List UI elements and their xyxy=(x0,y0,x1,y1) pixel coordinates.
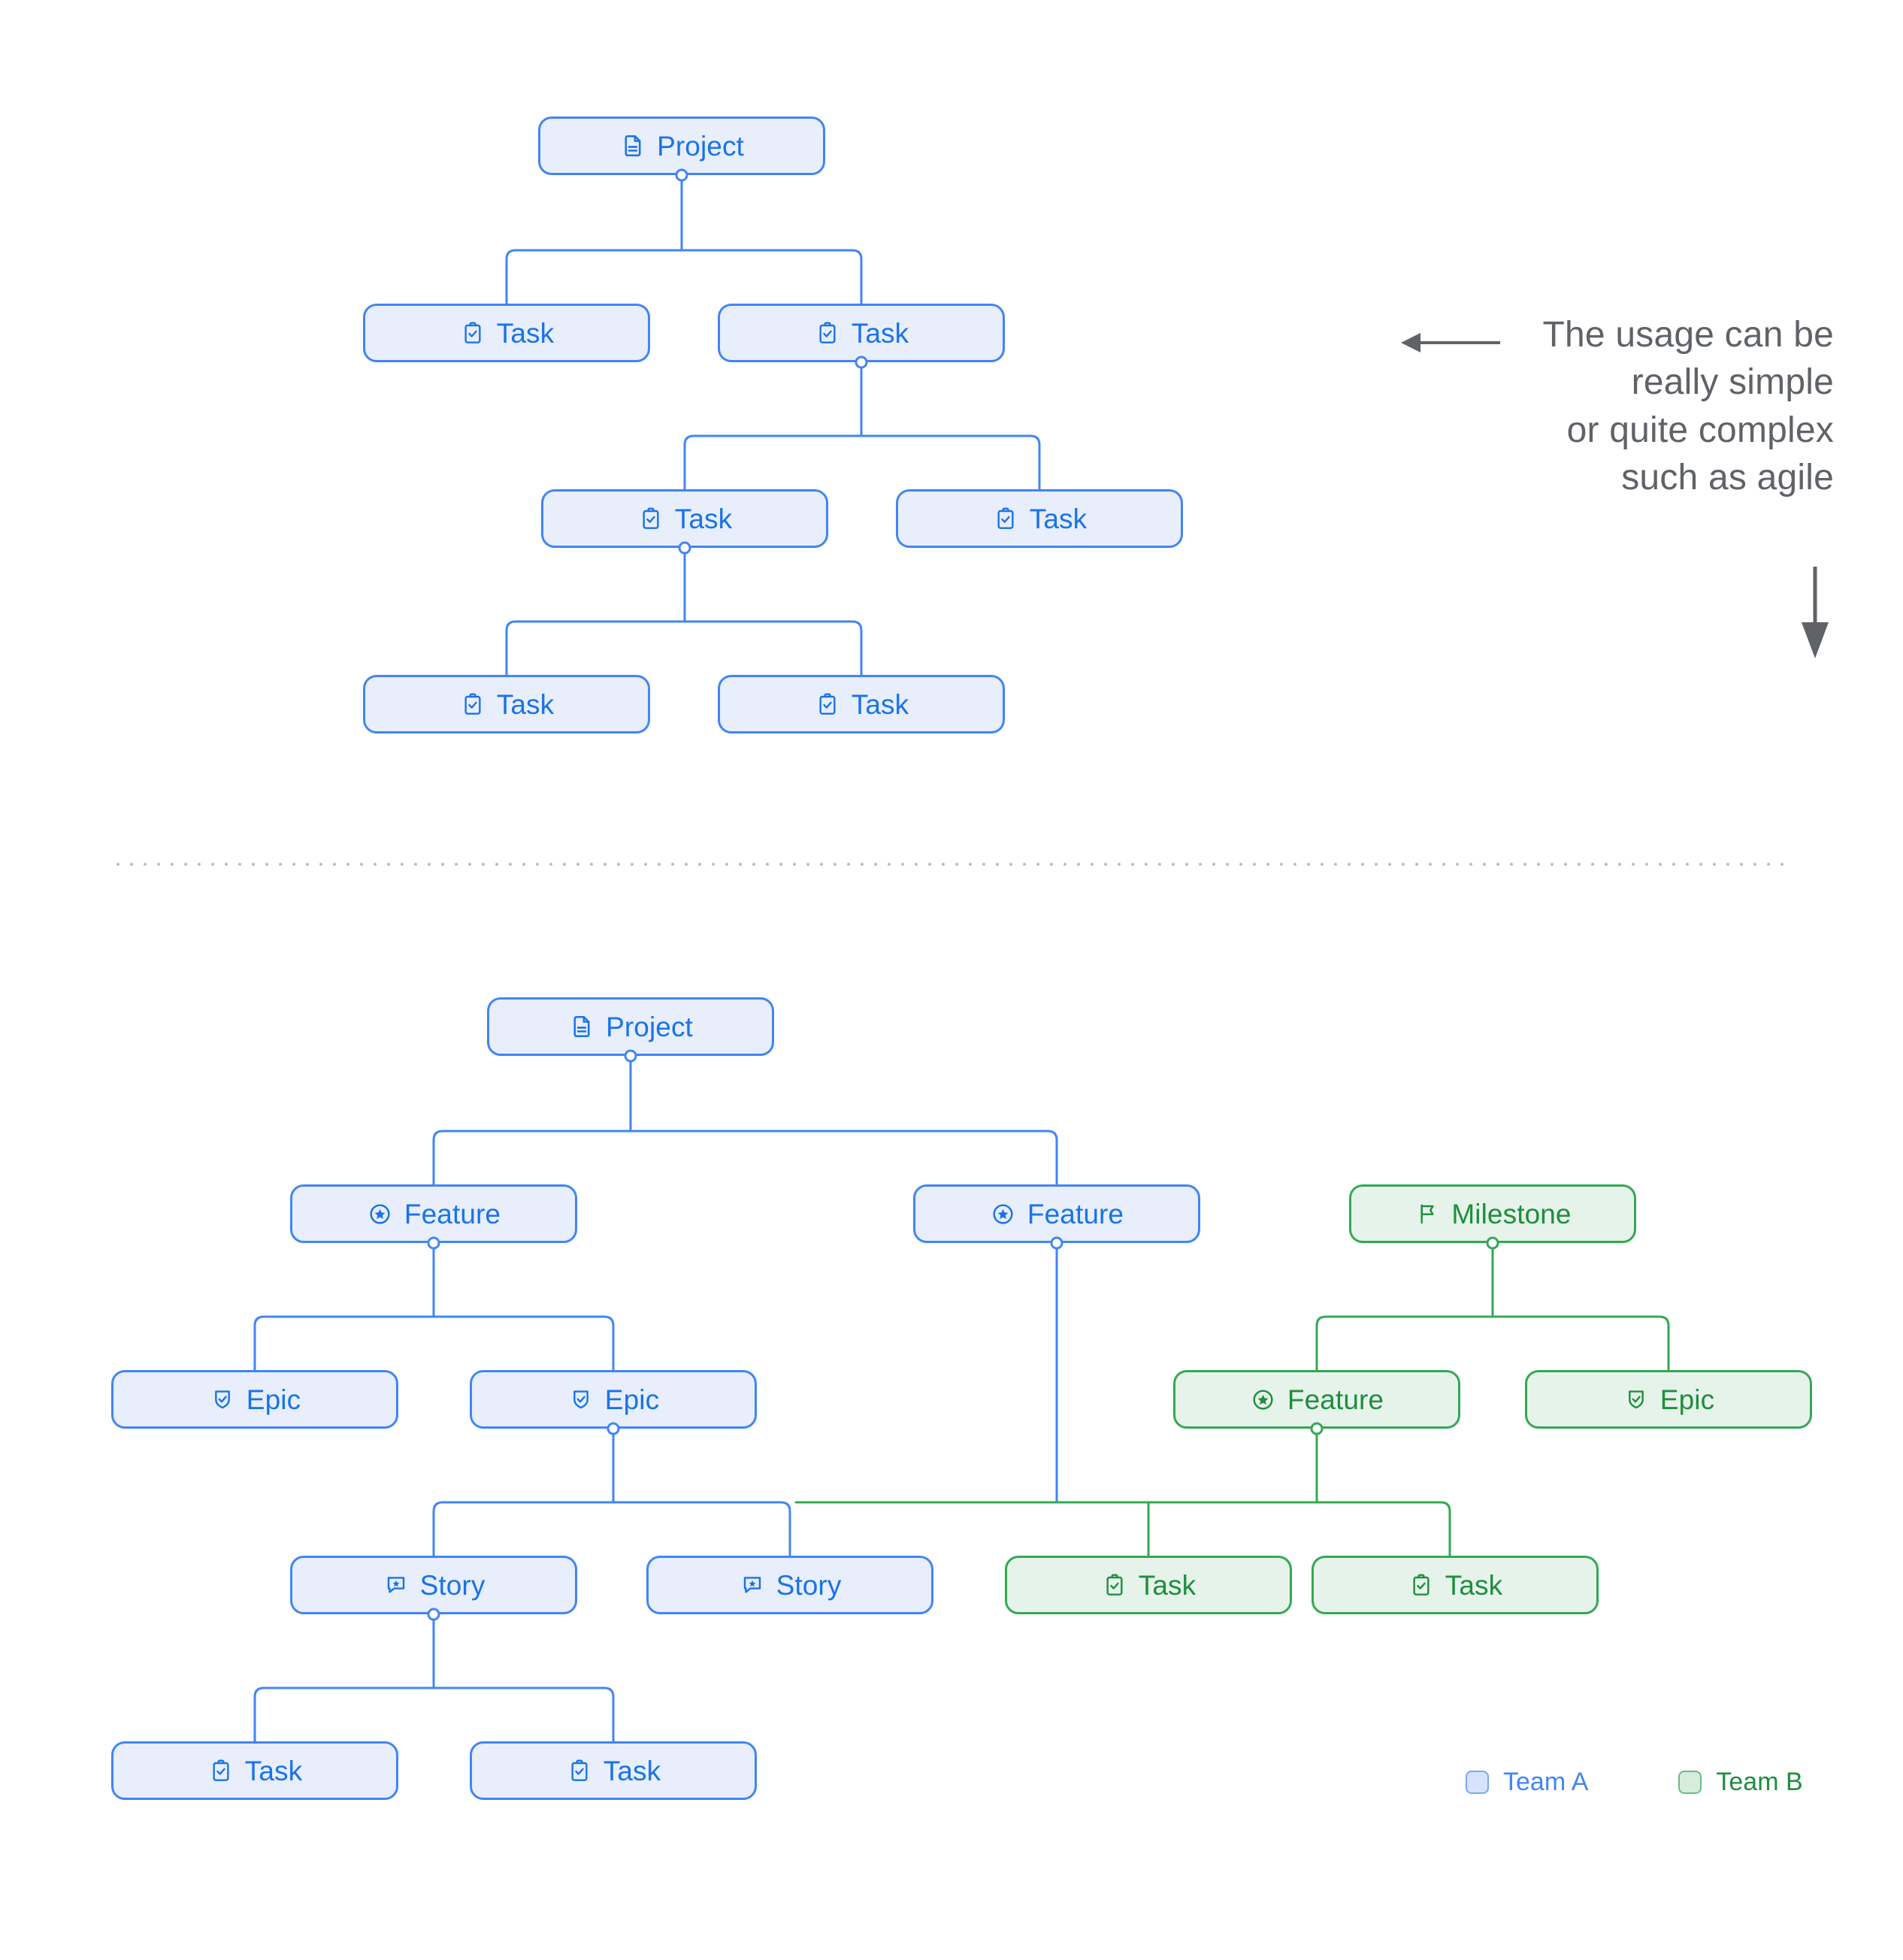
node-label: Feature xyxy=(404,1198,501,1230)
node-label: Task xyxy=(1138,1569,1197,1601)
arrow-left-icon xyxy=(1401,333,1500,352)
shield-check-icon xyxy=(1623,1386,1650,1413)
node-feature-2[interactable]: Feature xyxy=(913,1184,1200,1243)
node-task-blue-4[interactable]: Task xyxy=(470,1741,757,1800)
arrow-down-icon xyxy=(1802,567,1829,658)
node-anchor-dot xyxy=(607,1422,620,1435)
node-label: Story xyxy=(776,1569,842,1601)
document-icon xyxy=(619,132,646,159)
node-task-top-6[interactable]: Task xyxy=(718,675,1005,733)
node-epic-2[interactable]: Epic xyxy=(470,1370,757,1429)
node-label: Task xyxy=(244,1755,303,1786)
node-feature-3[interactable]: Feature xyxy=(1173,1370,1460,1429)
clipboard-check-icon xyxy=(637,505,664,532)
clipboard-check-icon xyxy=(992,505,1019,532)
node-label: Task xyxy=(603,1755,661,1786)
node-task-top-2[interactable]: Task xyxy=(718,304,1005,362)
legend-item-team-b[interactable]: Team B xyxy=(1678,1768,1803,1797)
legend: Team A Team B xyxy=(1466,1768,1803,1797)
node-label: Project xyxy=(606,1011,693,1042)
node-label: Story xyxy=(419,1569,486,1601)
node-milestone[interactable]: Milestone xyxy=(1349,1184,1636,1243)
star-circle-icon xyxy=(1250,1386,1277,1413)
node-label: Feature xyxy=(1287,1384,1384,1415)
node-label: Feature xyxy=(1027,1198,1124,1230)
node-anchor-dot xyxy=(855,355,868,369)
node-label: Task xyxy=(1445,1569,1503,1601)
node-epic-1[interactable]: Epic xyxy=(111,1370,398,1429)
node-anchor-dot xyxy=(1050,1236,1063,1250)
node-label: Task xyxy=(496,688,555,720)
annotation-line-2: really simple xyxy=(1631,362,1834,403)
star-circle-icon xyxy=(990,1200,1017,1227)
node-project-bottom[interactable]: Project xyxy=(487,997,774,1056)
legend-label: Team B xyxy=(1716,1768,1803,1796)
comment-star-icon xyxy=(739,1571,766,1599)
node-story-2[interactable]: Story xyxy=(646,1556,933,1614)
star-circle-icon xyxy=(367,1200,394,1227)
clipboard-check-icon xyxy=(459,691,486,718)
legend-swatch-icon xyxy=(1466,1771,1489,1794)
node-label: Task xyxy=(851,317,909,349)
node-label: Milestone xyxy=(1451,1198,1572,1230)
clipboard-check-icon xyxy=(814,319,841,346)
node-anchor-dot xyxy=(1310,1422,1324,1435)
shield-check-icon xyxy=(567,1386,594,1413)
clipboard-check-icon xyxy=(1408,1571,1435,1599)
node-anchor-dot xyxy=(675,168,688,182)
node-label: Task xyxy=(851,688,909,720)
node-task-green-1[interactable]: Task xyxy=(1005,1556,1292,1614)
node-task-top-3[interactable]: Task xyxy=(541,489,828,548)
node-label: Epic xyxy=(246,1384,301,1415)
node-label: Epic xyxy=(604,1384,660,1415)
clipboard-check-icon xyxy=(459,319,486,346)
annotation-text: The usage can be really simple or quite … xyxy=(1443,311,1834,501)
node-label: Task xyxy=(674,503,733,534)
node-label: Task xyxy=(496,317,555,349)
node-label: Project xyxy=(657,130,744,162)
shield-check-icon xyxy=(209,1386,236,1413)
node-label: Epic xyxy=(1659,1384,1715,1415)
legend-item-team-a[interactable]: Team A xyxy=(1466,1768,1588,1797)
node-story-1[interactable]: Story xyxy=(290,1556,577,1614)
node-task-blue-3[interactable]: Task xyxy=(111,1741,398,1800)
annotation-line-4: such as agile xyxy=(1621,458,1834,498)
clipboard-check-icon xyxy=(814,691,841,718)
node-anchor-dot xyxy=(678,541,691,555)
node-task-green-2[interactable]: Task xyxy=(1312,1556,1599,1614)
annotation-line-3: or quite complex xyxy=(1566,410,1834,450)
node-anchor-dot xyxy=(624,1049,637,1063)
clipboard-check-icon xyxy=(207,1757,234,1784)
document-icon xyxy=(568,1013,595,1040)
clipboard-check-icon xyxy=(1101,1571,1128,1599)
node-feature-1[interactable]: Feature xyxy=(290,1184,577,1243)
node-anchor-dot xyxy=(427,1608,440,1621)
node-task-top-1[interactable]: Task xyxy=(363,304,650,362)
clipboard-check-icon xyxy=(566,1757,593,1784)
node-anchor-dot xyxy=(1486,1236,1499,1250)
node-label: Task xyxy=(1029,503,1088,534)
legend-swatch-icon xyxy=(1678,1771,1702,1794)
node-task-top-5[interactable]: Task xyxy=(363,675,650,733)
section-divider xyxy=(111,863,1793,866)
node-epic-3[interactable]: Epic xyxy=(1525,1370,1812,1429)
legend-label: Team A xyxy=(1503,1768,1589,1796)
node-project-top[interactable]: Project xyxy=(538,116,825,175)
node-anchor-dot xyxy=(427,1236,440,1250)
annotation-line-1: The usage can be xyxy=(1542,315,1834,355)
flag-icon xyxy=(1414,1200,1441,1227)
top-connectors xyxy=(505,179,1041,676)
node-task-top-4[interactable]: Task xyxy=(896,489,1183,548)
comment-star-icon xyxy=(383,1571,410,1599)
